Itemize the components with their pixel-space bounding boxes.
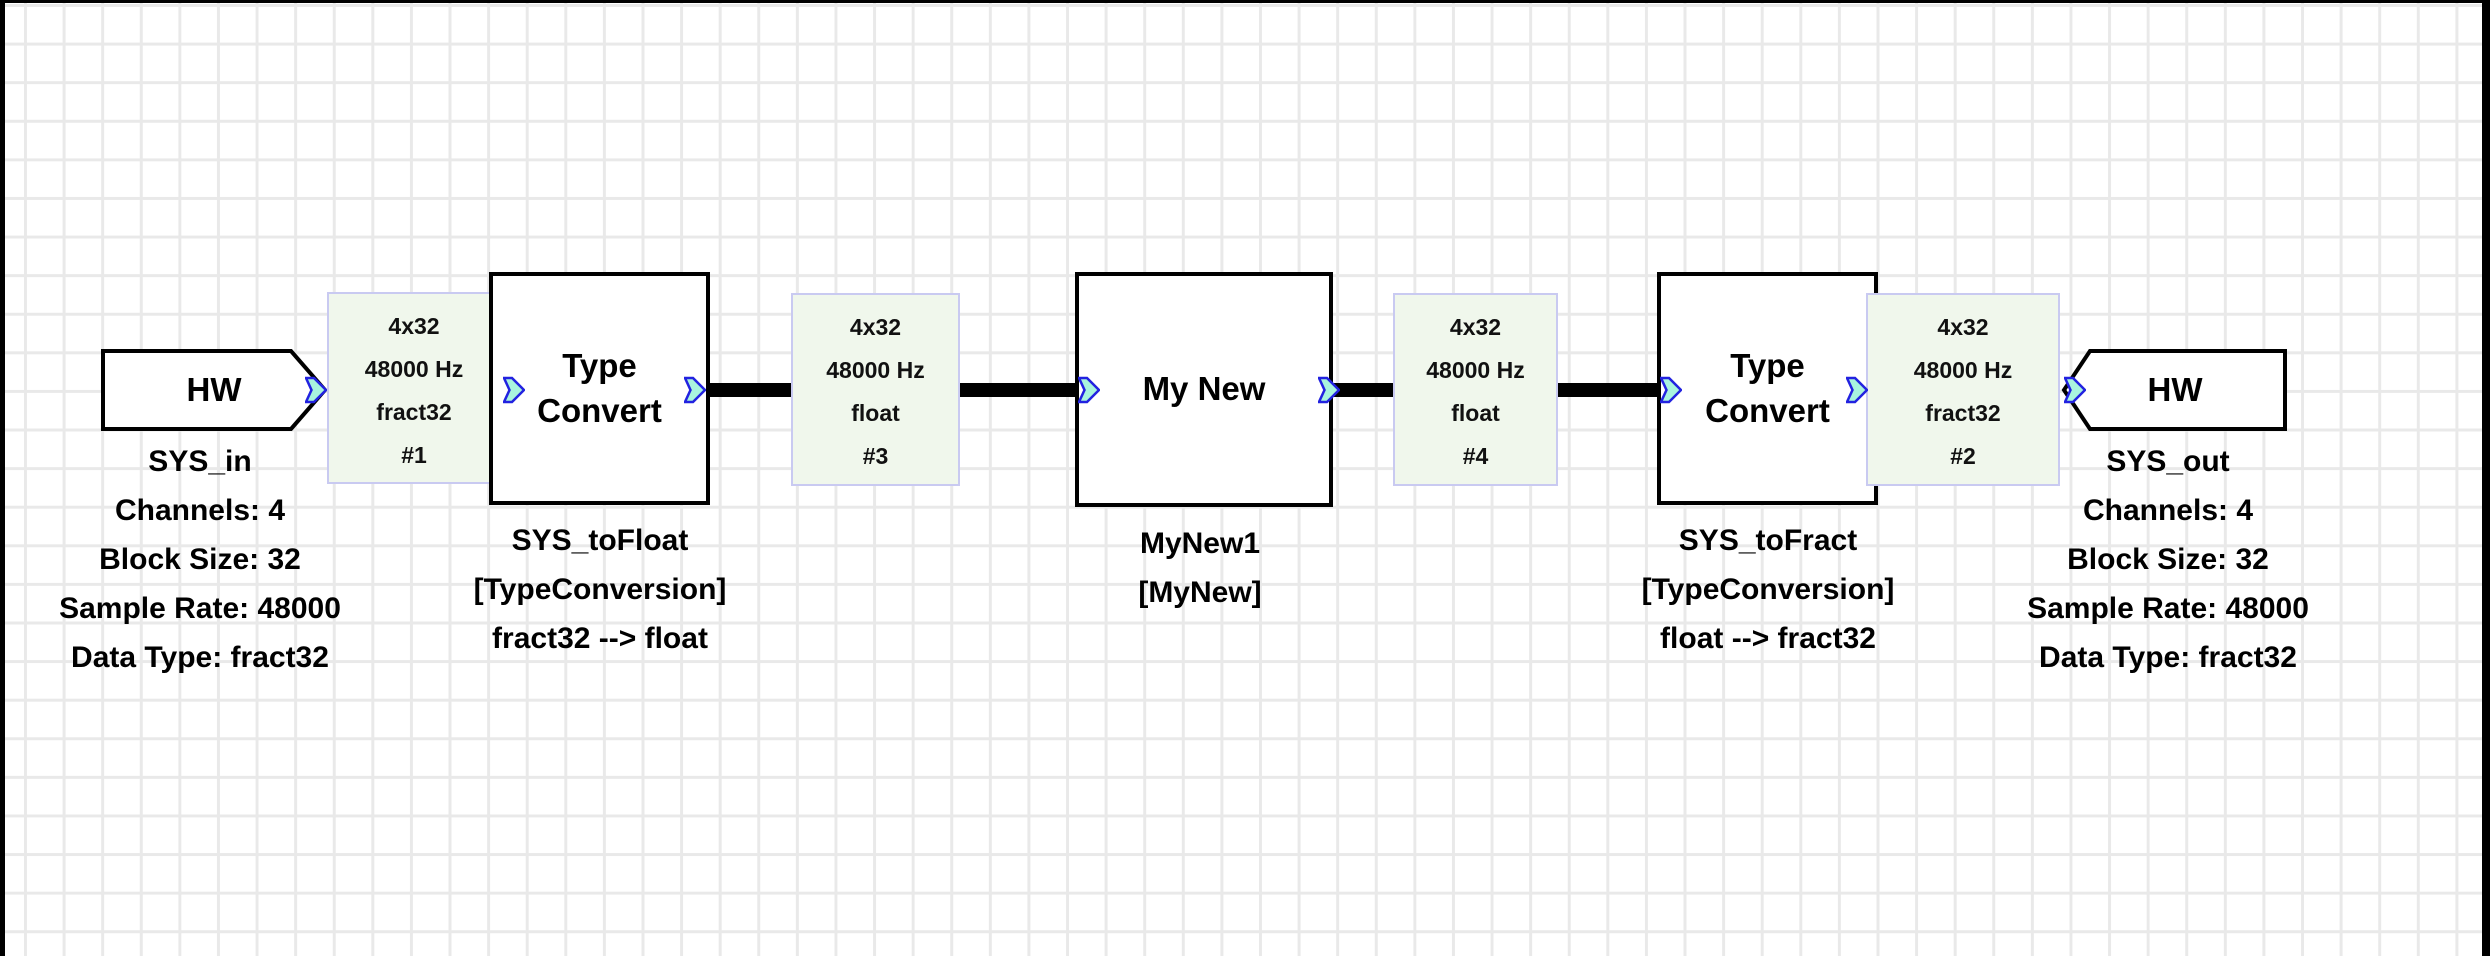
wire-info-line: 48000 Hz	[826, 357, 925, 383]
label-line: fract32 --> float	[492, 622, 708, 655]
label-line: Channels: 4	[114, 494, 286, 527]
wire-mynew-to-box4[interactable]	[1325, 383, 1403, 397]
wire-info-line: 4x32	[388, 313, 440, 339]
wire-info-line: #4	[1462, 443, 1489, 469]
wire-info-line: 4x32	[849, 314, 902, 340]
block-title: Type Convert	[1705, 346, 1830, 429]
wire-info-line: 48000 Hz	[1426, 357, 1525, 383]
labels-sys-tofract: SYS_toFract [TypeConversion] float --> f…	[1642, 516, 1895, 663]
label-line: float --> fract32	[1660, 622, 1876, 655]
label-line: Data Type: fract32	[2039, 641, 2297, 674]
block-title: My New	[1142, 370, 1266, 408]
label-line: SYS_toFloat	[511, 524, 689, 557]
wire-info-line: 4x32	[1449, 314, 1502, 340]
wire-info-box-2: 4x32 48000 Hz fract32 #2	[1866, 293, 2060, 486]
block-sys-tofloat[interactable]: Type Convert	[489, 272, 710, 505]
label-line: Data Type: fract32	[71, 641, 329, 674]
wire-tc1-to-box3[interactable]	[700, 383, 804, 397]
wire-box4-to-tc2[interactable]	[1550, 383, 1668, 397]
frame-right-border	[2482, 0, 2490, 956]
wire-info-line: fract32	[376, 399, 452, 425]
label-line: Channels: 4	[2082, 494, 2254, 527]
output-port-icon[interactable]	[1846, 376, 1868, 404]
label-line: SYS_toFract	[1678, 524, 1858, 557]
wire-info-box-4: 4x32 48000 Hz float #4	[1393, 293, 1558, 486]
block-sys-out[interactable]: HW	[2061, 349, 2289, 431]
label-line: Block Size: 32	[2067, 543, 2269, 576]
label-line: Sample Rate: 48000	[2027, 592, 2309, 625]
frame-top-border	[0, 0, 2490, 3]
input-port-icon[interactable]	[1660, 376, 1682, 404]
wire-info-line: fract32	[1925, 400, 2001, 426]
input-port-icon[interactable]	[2064, 376, 2086, 404]
output-port-icon[interactable]	[305, 376, 327, 404]
wire-info-line: #1	[401, 442, 427, 468]
frame-left-border	[0, 0, 5, 956]
hw-in-shape	[101, 349, 327, 431]
wire-info-line: #2	[1950, 443, 1976, 469]
input-port-icon[interactable]	[503, 376, 525, 404]
block-title: HW	[2147, 371, 2203, 408]
block-mynew1[interactable]: My New	[1075, 272, 1333, 507]
label-line: SYS_out	[2106, 445, 2230, 478]
label-line: [TypeConversion]	[473, 573, 727, 606]
label-line: Sample Rate: 48000	[59, 592, 341, 625]
wire-info-line: float	[851, 400, 900, 426]
wire-info-line: 48000 Hz	[364, 356, 464, 382]
output-port-icon[interactable]	[684, 376, 706, 404]
wire-info-line: #3	[862, 443, 889, 469]
wire-info-line: 48000 Hz	[1913, 357, 2013, 383]
wire-info-line: float	[1451, 400, 1500, 426]
wire-box3-to-mynew[interactable]	[955, 383, 1085, 397]
wire-info-box-1: 4x32 48000 Hz fract32 #1	[327, 292, 501, 484]
input-port-icon[interactable]	[1078, 376, 1100, 404]
output-port-icon[interactable]	[1318, 376, 1340, 404]
labels-mynew1: MyNew1 [MyNew]	[1138, 519, 1261, 617]
label-line: MyNew1	[1139, 527, 1261, 560]
label-line: [TypeConversion]	[1641, 573, 1895, 606]
wire-info-line: 4x32	[1937, 314, 1989, 340]
wire-info-box-3: 4x32 48000 Hz float #3	[791, 293, 960, 486]
labels-sys-in: SYS_in Channels: 4 Block Size: 32 Sample…	[59, 437, 341, 682]
block-sys-tofract[interactable]: Type Convert	[1657, 272, 1878, 505]
label-line: SYS_in	[148, 445, 252, 478]
block-sys-in[interactable]: HW	[101, 349, 327, 431]
block-title: Type Convert	[537, 346, 662, 429]
labels-sys-out: SYS_out Channels: 4 Block Size: 32 Sampl…	[2027, 437, 2309, 682]
label-line: Block Size: 32	[99, 543, 301, 576]
block-title: HW	[186, 371, 242, 408]
labels-sys-tofloat: SYS_toFloat [TypeConversion] fract32 -->…	[474, 516, 727, 663]
label-line: [MyNew]	[1138, 576, 1262, 609]
